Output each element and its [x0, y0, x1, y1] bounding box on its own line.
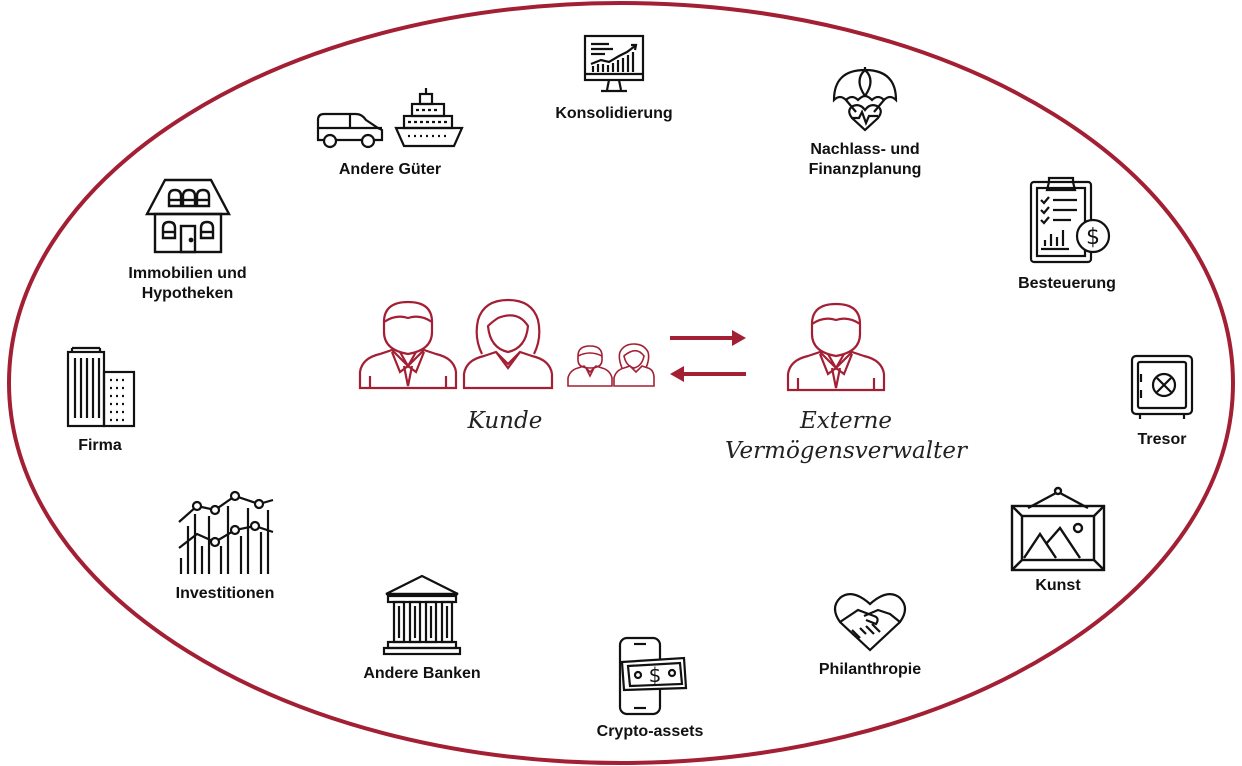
nachlass-label: Nachlass- und Finanzplanung	[809, 140, 922, 180]
client-people-group	[358, 298, 655, 390]
besteuerung-item: $ Besteuerung	[992, 174, 1142, 294]
client-man-icon	[358, 300, 458, 390]
client-woman-icon	[462, 298, 554, 390]
clipboard-dollar-icon: $	[1029, 176, 1111, 264]
external-manager-icon	[786, 302, 886, 392]
external-manager-label-line1: Externe	[799, 408, 893, 434]
safe-icon	[1130, 354, 1194, 419]
client-child-boy-icon	[567, 345, 613, 387]
tresor-item: Tresor	[1110, 352, 1214, 450]
external-manager-label-line2: Vermögensverwalter	[725, 438, 967, 464]
besteuerung-label: Besteuerung	[1018, 275, 1116, 292]
picture-frame-icon	[1010, 486, 1106, 572]
andere-banken-item: Andere Banken	[342, 572, 502, 684]
handshake-heart-icon	[833, 593, 907, 652]
tresor-label: Tresor	[1137, 431, 1187, 448]
line-chart-icon	[178, 490, 274, 574]
nachlass-item: Nachlass- und Finanzplanung	[790, 66, 940, 180]
external-manager-label: Externe Vermögensverwalter	[716, 406, 976, 466]
immobilien-label-line1: Immobilien und	[128, 265, 247, 282]
investitionen-item: Investitionen	[150, 486, 300, 604]
nachlass-label-line2: Finanzplanung	[808, 161, 922, 178]
arrow-right-icon	[670, 330, 746, 346]
arrow-left-icon	[670, 366, 746, 382]
svg-text:$: $	[1086, 225, 1100, 250]
andere-gueter-label: Andere Güter	[338, 161, 442, 178]
kunst-label: Kunst	[1035, 577, 1081, 594]
philanthropie-item: Philanthropie	[800, 588, 940, 680]
crypto-item: $ Crypto-assets	[570, 636, 730, 742]
philanthropie-label: Philanthropie	[818, 661, 922, 678]
monitor-chart-icon	[583, 34, 645, 93]
svg-text:$: $	[649, 663, 662, 687]
konsolidierung-label: Konsolidierung	[555, 105, 673, 122]
phone-cash-icon: $	[618, 636, 688, 716]
exchange-arrows	[670, 330, 746, 382]
buildings-icon	[66, 346, 136, 428]
nachlass-label-line1: Nachlass- und	[810, 141, 920, 158]
crypto-label: Crypto-assets	[596, 723, 704, 740]
kunst-item: Kunst	[998, 486, 1118, 596]
house-icon	[144, 178, 231, 254]
investitionen-label: Investitionen	[175, 585, 275, 602]
firma-label: Firma	[78, 437, 122, 454]
client-label: Kunde	[467, 408, 543, 434]
konsolidierung-item: Konsolidierung	[538, 34, 690, 124]
immobilien-label-line2: Hypotheken	[141, 285, 234, 302]
immobilien-item: Immobilien und Hypotheken	[100, 176, 275, 304]
andere-gueter-item: Andere Güter	[300, 88, 480, 180]
car-ship-icon	[316, 88, 464, 149]
firma-item: Firma	[50, 344, 150, 456]
bank-icon	[382, 574, 462, 656]
client-child-girl-icon	[613, 343, 655, 387]
immobilien-label: Immobilien und Hypotheken	[128, 264, 246, 304]
andere-banken-label: Andere Banken	[363, 665, 481, 682]
umbrella-heart-icon	[832, 67, 898, 132]
